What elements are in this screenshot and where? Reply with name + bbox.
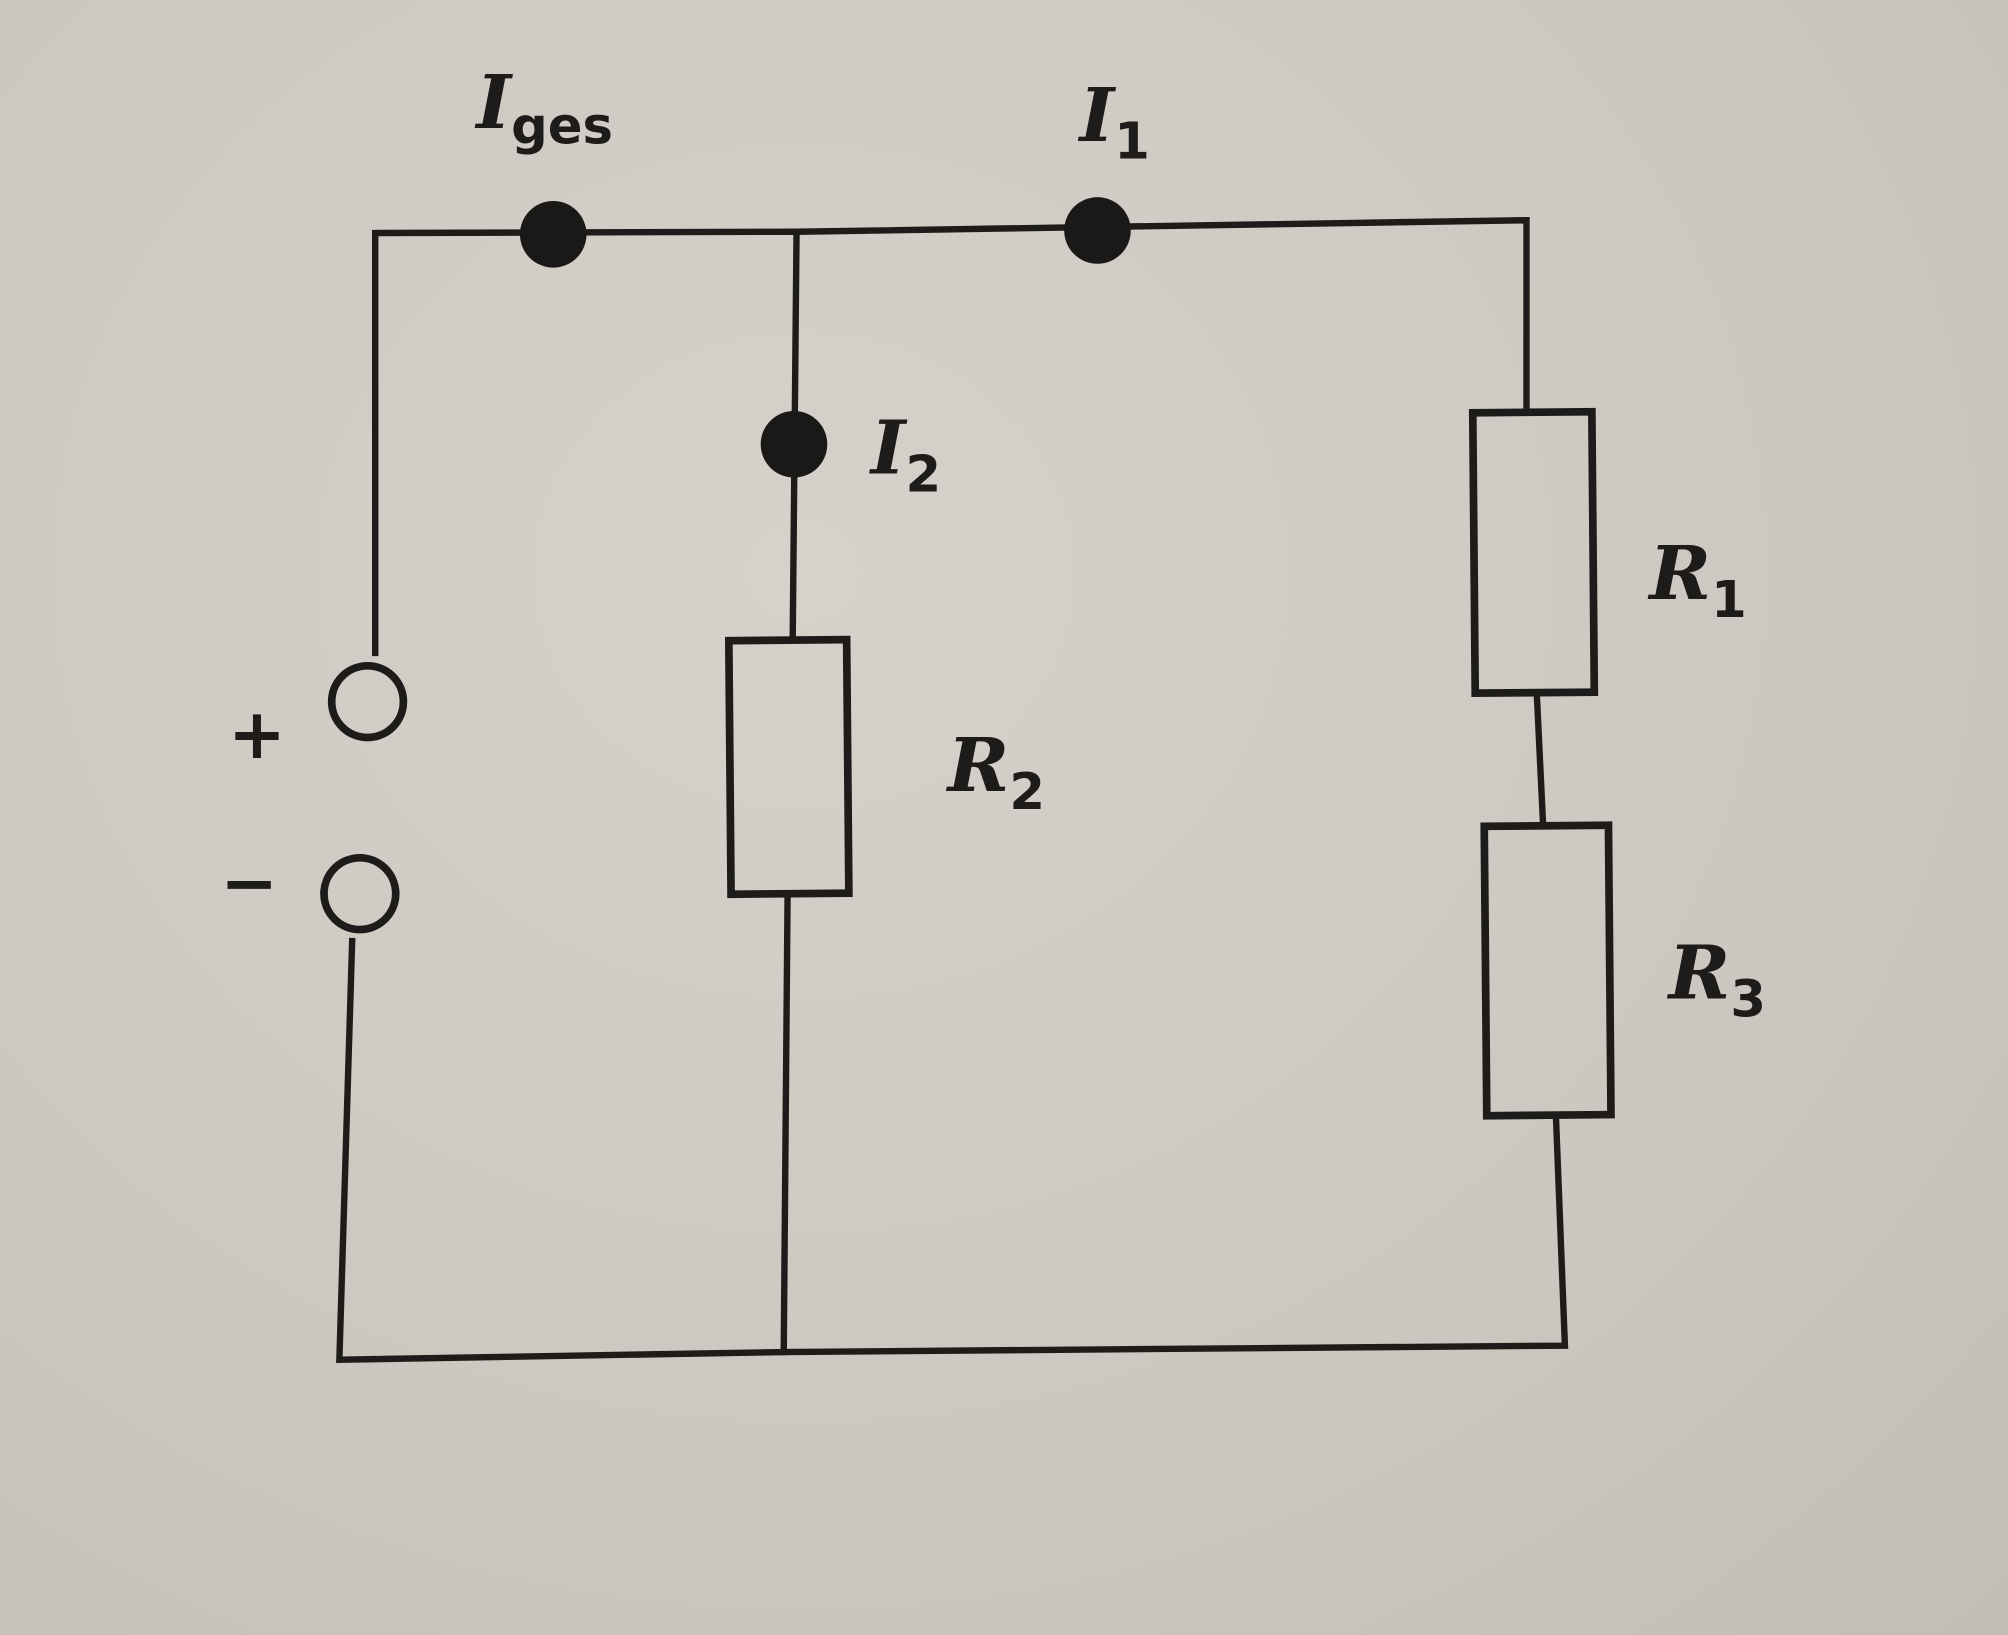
label-r-2-main: R	[946, 721, 1010, 809]
resistor-r2	[724, 635, 853, 899]
label-i-2-sub: 2	[906, 445, 942, 505]
wire-top	[372, 216, 1530, 657]
label-i-1-sub: 1	[1114, 112, 1150, 172]
label-r-1-sub: 1	[1711, 570, 1747, 630]
resistor-r1	[1468, 407, 1599, 698]
label-i-1-main: I	[1078, 71, 1117, 159]
node-i-total	[519, 201, 587, 268]
label-i-total-sub: ges	[511, 96, 613, 156]
label-r-2-sub: 2	[1009, 762, 1045, 822]
label-i-2-main: I	[869, 404, 908, 492]
terminal-plus	[327, 661, 408, 742]
label-i-total: Iges	[474, 58, 613, 156]
label-plus: +	[228, 695, 286, 775]
label-r-1-main: R	[1647, 529, 1711, 617]
resistor-r3	[1480, 821, 1615, 1120]
wire-middle-bottom	[780, 890, 791, 1356]
label-i-1: I1	[1078, 71, 1150, 172]
label-r-3-sub: 3	[1730, 970, 1766, 1030]
label-i-total-main: I	[474, 58, 513, 146]
label-minus: −	[220, 843, 278, 923]
terminal-minus	[320, 853, 400, 934]
wire-bottom	[336, 937, 1569, 1363]
node-i-2	[760, 410, 828, 478]
label-i-2: I2	[869, 404, 941, 505]
wire-r1-r3	[1533, 689, 1547, 830]
label-r-1: R1	[1647, 529, 1746, 630]
label-r-2: R2	[946, 721, 1045, 822]
node-i-1	[1064, 197, 1131, 264]
label-r-3: R3	[1667, 929, 1766, 1030]
label-r-3-main: R	[1667, 929, 1731, 1017]
